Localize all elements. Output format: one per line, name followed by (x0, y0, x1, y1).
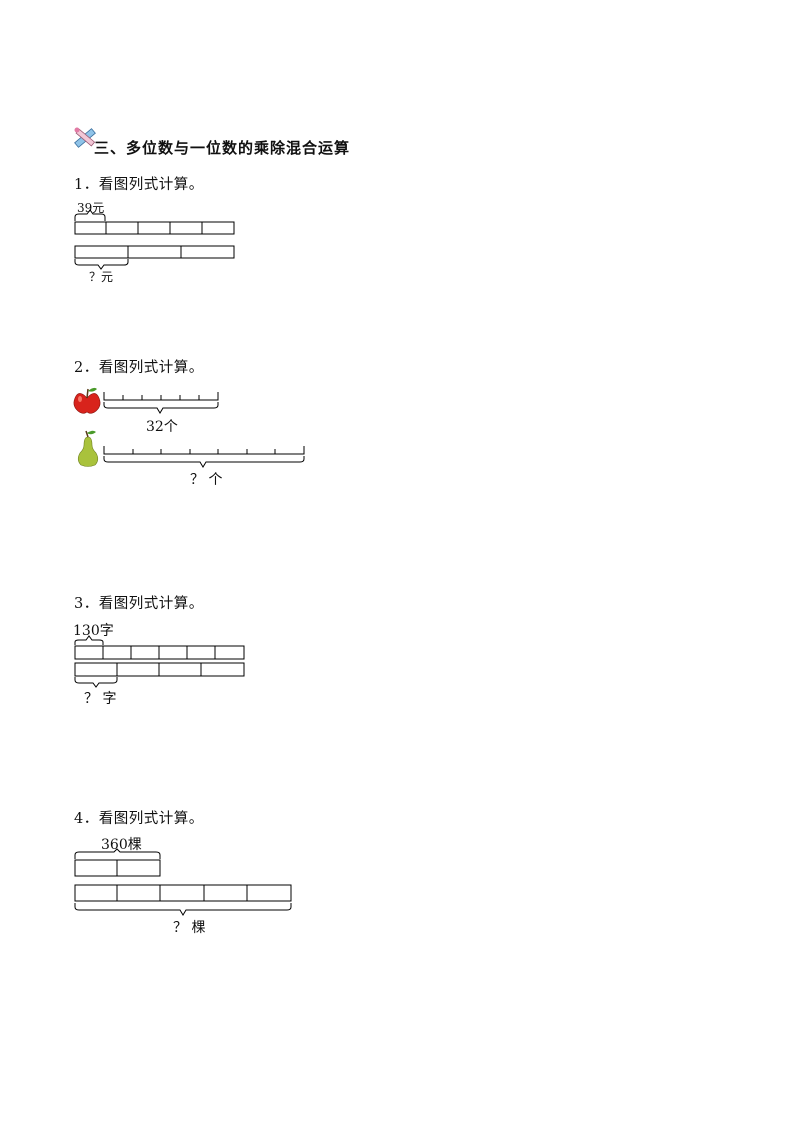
problem-1-heading: 1．看图列式计算。 (74, 173, 204, 194)
problem-2-heading: 2．看图列式计算。 (74, 356, 204, 377)
bar-top (74, 645, 245, 660)
bottom-brace (74, 259, 129, 270)
bottom-label: ？元 (89, 270, 114, 284)
problem-3-heading: 3．看图列式计算。 (74, 592, 204, 613)
pear-icon (77, 430, 99, 467)
problem-prompt: 看图列式计算。 (98, 811, 204, 827)
problem-prompt: 看图列式计算。 (98, 360, 204, 376)
section-icon (72, 126, 96, 150)
problem-prompt: 看图列式计算。 (98, 177, 204, 193)
bar-top (74, 859, 161, 877)
bottom-label: ？ 棵 (173, 920, 206, 936)
bottom-label: ？ 个 (190, 472, 223, 488)
problem-prompt: 看图列式计算。 (98, 596, 204, 612)
problem-number: 1． (74, 177, 99, 193)
bottom-brace (74, 677, 118, 688)
top-label: 32个 (146, 419, 178, 435)
problem-number: 3． (74, 596, 99, 612)
top-brace (74, 635, 104, 645)
bar-bottom (74, 884, 292, 902)
top-brace (74, 848, 161, 859)
bar-top (74, 221, 235, 235)
bottom-brace (74, 903, 292, 916)
top-label: 39元 (77, 201, 105, 215)
problem-4-heading: 4．看图列式计算。 (74, 807, 204, 828)
section-title: 三、多位数与一位数的乘除混合运算 (94, 139, 351, 157)
bottom-tick-bar (103, 446, 305, 455)
problem-number: 4． (74, 811, 99, 827)
top-brace (103, 402, 219, 414)
bottom-brace (103, 456, 305, 468)
top-label: 130字 (73, 623, 114, 639)
problem-number: 2． (74, 360, 99, 376)
top-label: 360棵 (101, 837, 142, 853)
bottom-label: ？ 字 (84, 691, 117, 707)
top-tick-bar (103, 392, 219, 401)
top-brace (74, 209, 106, 221)
bar-bottom (74, 662, 245, 677)
apple-icon (73, 387, 101, 414)
pencil-ruler-icon (74, 127, 96, 148)
bar-bottom (74, 245, 235, 259)
